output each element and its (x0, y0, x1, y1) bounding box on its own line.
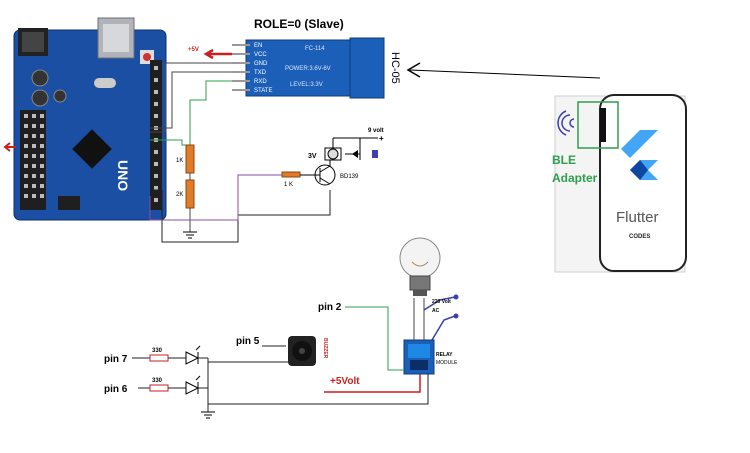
hc05-pin-vcc: VCC (254, 52, 267, 58)
supply-5v-label: +5Volt (330, 376, 360, 387)
arduino-uno-board: UNO (13, 17, 167, 221)
relay-module (403, 339, 435, 375)
phone-brand: CODES (629, 234, 650, 240)
relay-label-line1: RELAY (436, 352, 453, 358)
resistor-pin7-label: 330 (152, 348, 163, 354)
hc05-pin-rxd: RXD (254, 79, 267, 85)
phone-app-name: Flutter (616, 209, 659, 226)
hc05-board-text-1: FC-114 (305, 46, 325, 52)
ground-wire-bottom (208, 374, 429, 405)
hc05-supply-label: +5V (188, 47, 199, 53)
ble-link-arrow (406, 62, 601, 79)
mains-ac-label: AC (432, 308, 440, 314)
ground-wire-top (161, 190, 331, 243)
hc05-pin-txd: TXD (254, 70, 267, 76)
pin2-label: pin 2 (318, 302, 342, 313)
red-arrow-left (3, 142, 16, 152)
relay-label-line2: MODULE (436, 360, 458, 366)
hc05-pin-state: STATE (254, 88, 272, 94)
purple-wire (149, 174, 290, 221)
pin5-label: pin 5 (236, 336, 260, 347)
mains-terminal-2 (453, 313, 459, 319)
resistor-pin6-label: 330 (152, 378, 163, 384)
resistor-1k (185, 144, 195, 174)
bd139-transistor (300, 164, 336, 186)
led-pin7 (185, 345, 201, 365)
resistor-2k-label: 2K (176, 192, 183, 198)
hc05-pin-en: EN (254, 43, 262, 49)
ble-signal-icon (557, 110, 575, 136)
pin6-label: pin 6 (104, 384, 128, 395)
pin2-wire (345, 306, 404, 371)
hc05-label: HC-05 (389, 52, 401, 84)
mains-label: 220 Volt (432, 299, 451, 305)
buzzer (288, 336, 316, 366)
pin7-label: pin 7 (104, 354, 128, 365)
light-bulb (399, 237, 441, 340)
ble-label-line1: BLE (552, 153, 576, 167)
base-resistor (281, 171, 301, 178)
motor-plus-sign: + (379, 134, 384, 143)
mains-wiring (423, 296, 456, 341)
ground-symbol-top (183, 231, 197, 239)
hc05-board-text-3: LEVEL:3.3V (290, 82, 323, 88)
supply-5v-wire (324, 374, 421, 393)
buzzer-label: BUZZER (322, 338, 328, 359)
base-resistor-label: 1 K (284, 182, 293, 188)
led-pin6 (185, 375, 201, 395)
motor-diode-mark (372, 150, 378, 158)
hc05-board-text-2: POWER:3.6V-6V (285, 66, 331, 72)
phone (554, 94, 687, 273)
diagram-title: ROLE=0 (Slave) (254, 17, 344, 31)
resistor-2k (185, 179, 195, 209)
transistor-label: BD139 (340, 174, 359, 180)
mains-terminal-1 (453, 294, 459, 300)
hc05-module: EN VCC GND TXD RXD STATE FC-114 POWER:3.… (232, 37, 385, 99)
motor (324, 137, 378, 166)
hc05-wiring (150, 62, 232, 146)
resistor-1k-label: 1K (176, 158, 183, 164)
arduino-label: UNO (115, 160, 131, 191)
resistor-pin7 (149, 354, 169, 362)
flutter-logo (621, 130, 658, 180)
hc05-pin-gnd: GND (254, 61, 268, 67)
motor-label: 3V (308, 153, 317, 160)
ble-label-line2: Adapter (552, 171, 598, 185)
ground-symbol-bottom (201, 411, 215, 419)
supply-arrow (203, 48, 232, 60)
motor-supply-label: 9 volt (368, 128, 384, 134)
resistor-pin6 (149, 384, 169, 392)
